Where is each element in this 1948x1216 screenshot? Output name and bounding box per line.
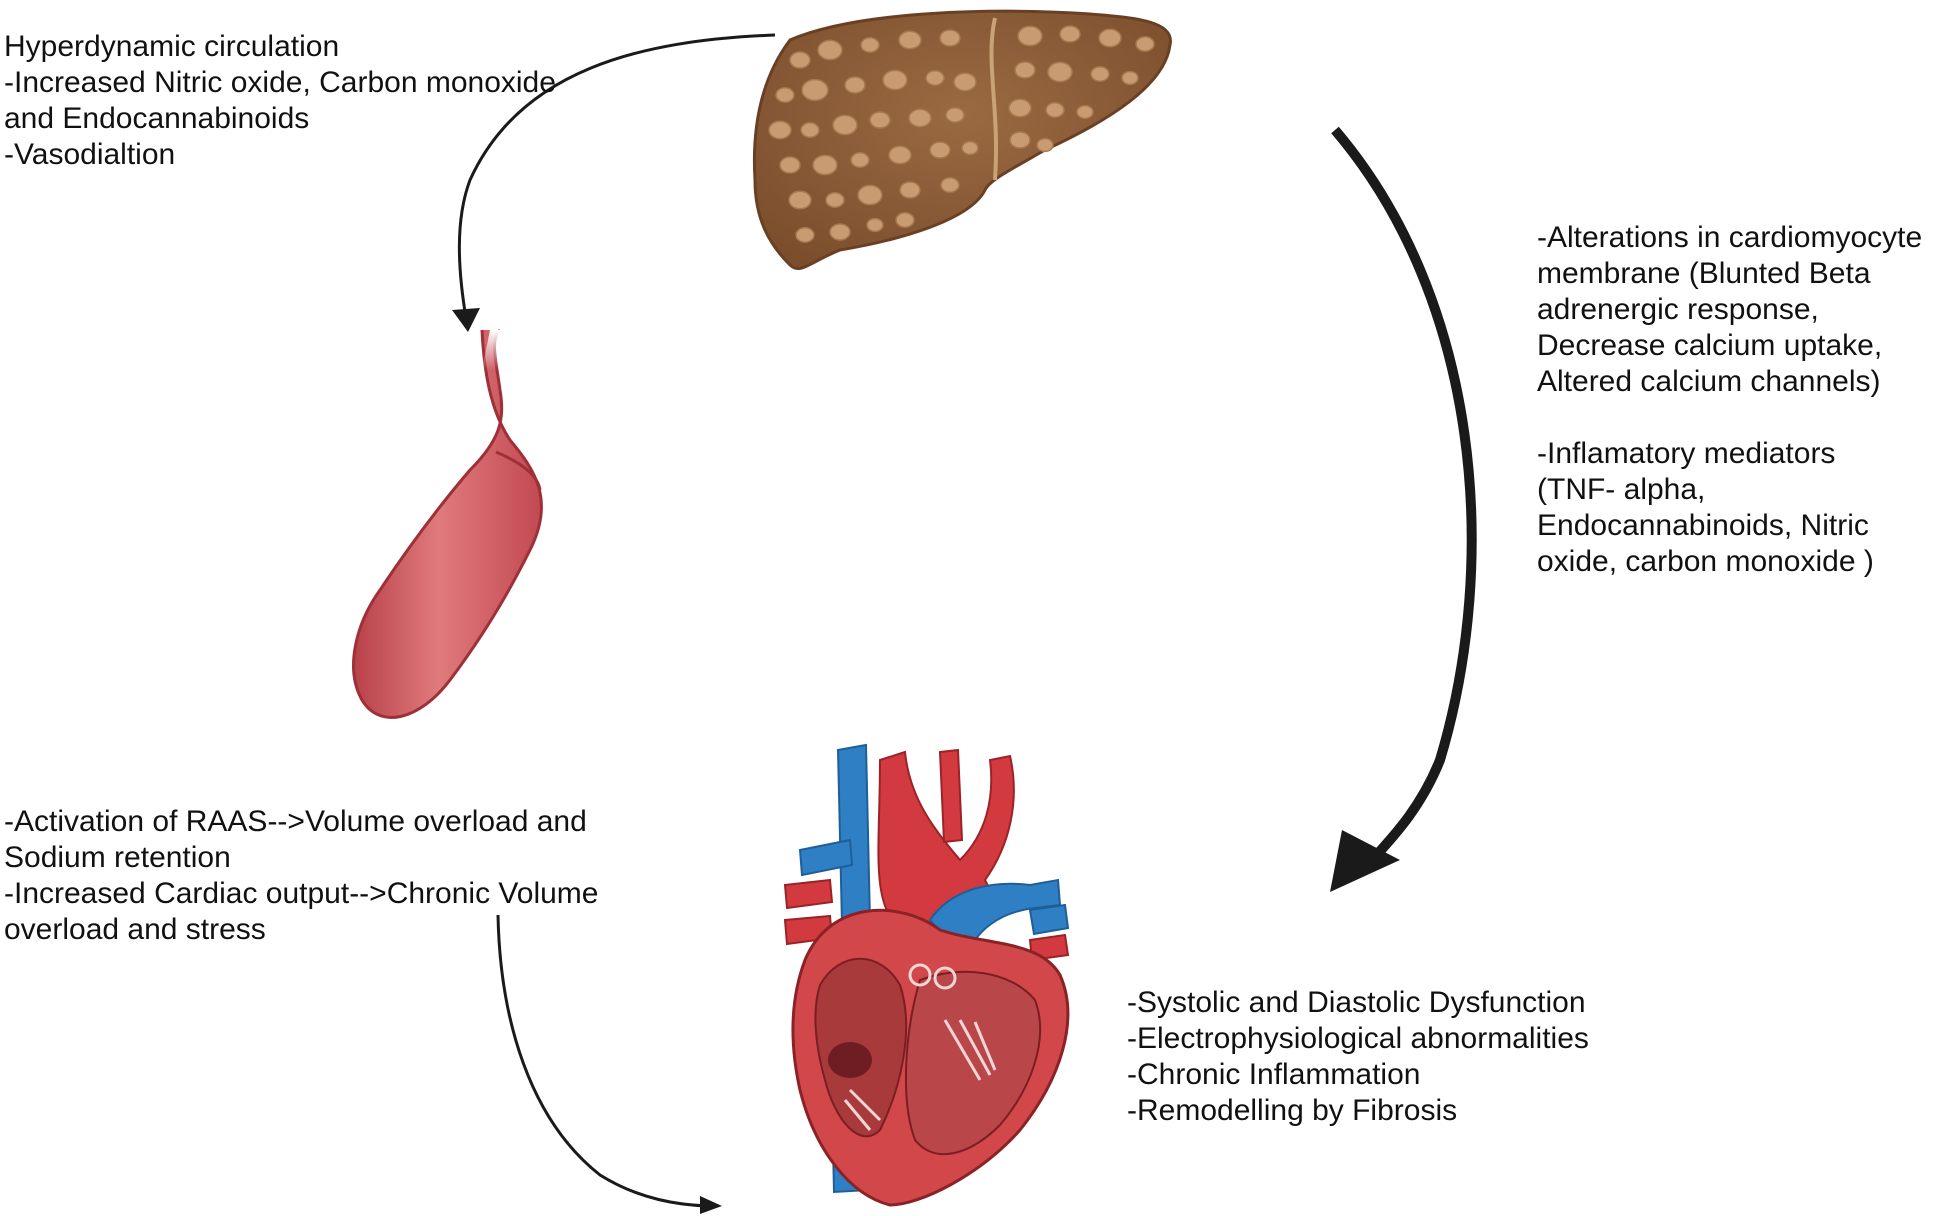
liver-nodule <box>1045 102 1065 118</box>
text-line: oxide, carbon monoxide ) <box>1537 545 1874 578</box>
liver-nodule <box>801 78 829 102</box>
text-line: -Electrophysiological abnormalities <box>1127 1022 1589 1055</box>
liver-nodule <box>1090 66 1110 82</box>
liver-nodule <box>1008 98 1032 118</box>
liver-nodule <box>860 37 880 53</box>
cardiac-dysfunction-label: -Systolic and Diastolic Dysfunction-Elec… <box>1127 985 1589 1129</box>
liver-nodule <box>898 30 922 50</box>
liver-nodule <box>953 72 977 92</box>
liver-nodule <box>961 140 979 156</box>
liver-nodule <box>940 177 960 193</box>
liver-nodule <box>882 69 908 91</box>
text-line: -Remodelling by Fibrosis <box>1127 1094 1458 1127</box>
text-line: Endocannabinoids, Nitric <box>1537 509 1869 542</box>
liver-nodule <box>1059 25 1081 43</box>
text-line: Hyperdynamic circulation <box>4 30 340 63</box>
liver-nodule <box>775 87 795 103</box>
liver-nodule <box>1009 131 1031 149</box>
liver-nodule <box>888 145 912 165</box>
text-line: and Endocannabinoids <box>4 102 310 135</box>
text-line: -Activation of RAAS-->Volume overload an… <box>4 805 587 838</box>
liver-nodule <box>866 217 884 233</box>
heart-cross-section-icon <box>783 743 1070 1207</box>
liver-nodule <box>779 156 801 174</box>
blood-vessel-icon <box>352 328 543 719</box>
text-line: (TNF- alpha, <box>1537 473 1706 506</box>
text-line: adrenergic response, <box>1537 293 1819 326</box>
liver-nodule <box>945 107 965 123</box>
text-line: Sodium retention <box>4 841 231 874</box>
text-line: Altered calcium channels) <box>1537 365 1881 398</box>
liver-nodule <box>832 114 858 136</box>
liver-nodule <box>895 212 915 228</box>
liver-nodule <box>844 76 866 94</box>
text-line: Decrease calcium uptake, <box>1537 329 1883 362</box>
liver-nodule <box>929 141 951 159</box>
text-line: overload and stress <box>4 913 266 946</box>
liver-nodule <box>939 29 961 47</box>
text-line <box>1537 400 1922 436</box>
text-line: -Alterations in cardiomyocyte <box>1537 221 1923 254</box>
liver-nodule <box>829 223 851 241</box>
arrow-liver-to-vessel <box>452 33 776 332</box>
text-line: -Systolic and Diastolic Dysfunction <box>1127 986 1586 1019</box>
liver-nodule <box>1014 61 1036 79</box>
liver-nodule <box>1036 137 1054 153</box>
arrow-liver-to-heart <box>1330 126 1477 892</box>
liver-nodule <box>1098 28 1122 48</box>
liver-nodule <box>1017 25 1043 47</box>
text-line: -Chronic Inflammation <box>1127 1058 1421 1091</box>
liver-nodule <box>869 111 891 129</box>
liver-nodule <box>899 181 921 199</box>
liver-nodule <box>1047 61 1073 83</box>
liver-nodule <box>825 192 845 208</box>
text-line: -Inflamatory mediators <box>1537 437 1836 470</box>
hyperdynamic-circulation-label: Hyperdynamic circulation-Increased Nitri… <box>4 29 556 173</box>
liver-nodule <box>812 154 838 176</box>
text-line: -Increased Nitric oxide, Carbon monoxide <box>4 66 556 99</box>
text-line: -Increased Cardiac output-->Chronic Volu… <box>4 877 599 910</box>
liver-nodule <box>788 190 812 210</box>
liver-nodule <box>908 108 932 128</box>
liver-nodule <box>768 120 792 140</box>
liver-nodule <box>1076 104 1094 120</box>
liver-nodule <box>817 39 843 61</box>
liver-nodule <box>850 152 870 168</box>
text-line: membrane (Blunted Beta <box>1537 257 1871 290</box>
raas-activation-label: -Activation of RAAS-->Volume overload an… <box>4 804 598 948</box>
liver-nodule <box>1135 36 1155 52</box>
liver-nodule <box>925 70 945 86</box>
liver-nodule <box>1121 70 1139 86</box>
liver-nodule <box>857 184 883 206</box>
liver-nodule <box>800 122 820 138</box>
arrow-vessel-to-heart <box>496 914 722 1214</box>
liver-nodule <box>789 51 811 69</box>
cirrhotic-liver-icon <box>752 9 1172 271</box>
text-line: -Vasodialtion <box>4 138 176 171</box>
liver-nodule <box>795 227 815 243</box>
